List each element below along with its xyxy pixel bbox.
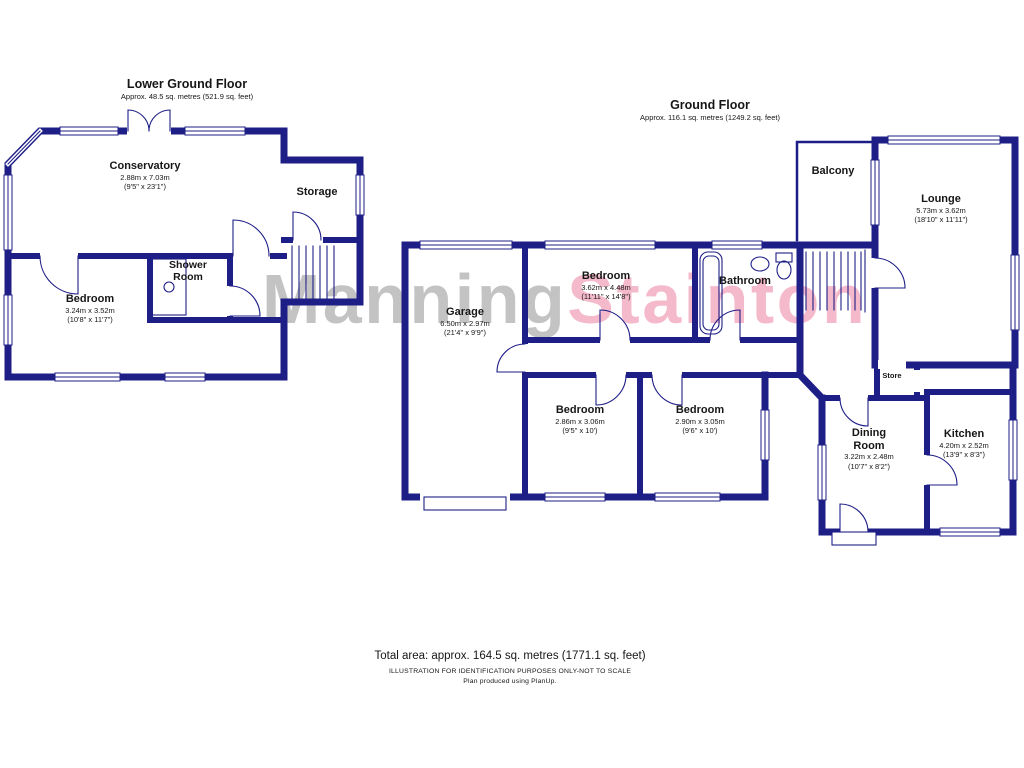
room-label-storage: Storage [297, 186, 338, 199]
room-label-garage: Garage 6.50m x 2.97m (21'4" x 9'9") [440, 306, 490, 338]
room-name: Bedroom [555, 404, 605, 416]
lower-floor-subtitle: Approx. 48.5 sq. metres (521.9 sq. feet) [120, 92, 254, 101]
room-dims-metric: 3.24m x 3.52m [65, 305, 115, 315]
room-dims-imperial: (9'5" x 10') [562, 426, 598, 436]
room-label-store: Store [882, 371, 902, 381]
garage-door [423, 496, 507, 511]
room-label-conservatory: Conservatory 2.88m x 7.03m (9'5" x 23'1"… [110, 160, 181, 192]
room-label-bedroom-2: Bedroom 2.86m x 3.06m (9'5" x 10') [555, 404, 605, 436]
shower-drain [163, 281, 175, 293]
room-name: Store [882, 371, 902, 380]
room-name: Lounge [921, 193, 961, 205]
room-name: Kitchen [943, 428, 985, 440]
room-dims-imperial: (9'5" x 23'1") [124, 182, 166, 192]
room-dims-imperial: (13'9" x 8'3") [943, 450, 985, 460]
room-label-shower-room: Shower Room [162, 259, 214, 283]
room-label-bedroom-lgf: Bedroom 3.24m x 3.52m (10'8" x 11'7") [65, 293, 115, 325]
room-dims-metric: 3.62m x 4.48m [581, 282, 631, 292]
room-dims-imperial: (10'8" x 11'7") [67, 315, 113, 325]
interior-walls [5, 237, 1016, 535]
room-dims-imperial: (10'7" x 8'2") [848, 462, 890, 472]
total-area-text: Total area: approx. 164.5 sq. metres (17… [374, 650, 646, 662]
room-name: Conservatory [109, 160, 181, 172]
room-dims-imperial: (21'4" x 9'9") [444, 328, 486, 338]
room-name: Dining Room [851, 427, 887, 452]
produced-by-text: Plan produced using PlanUp. [463, 678, 557, 685]
room-label-lounge: Lounge 5.73m x 3.62m (18'10" x 11'11") [914, 193, 967, 225]
room-label-bathroom: Bathroom [719, 275, 771, 288]
room-name: Shower Room [169, 259, 207, 284]
room-name: Garage [446, 306, 484, 318]
room-dims-metric: 3.22m x 2.48m [844, 452, 894, 462]
balcony-railing [795, 140, 875, 242]
room-dims-metric: 2.88m x 7.03m [120, 172, 170, 182]
sink [750, 256, 770, 272]
entrance-step [831, 531, 877, 546]
disclaimer-text: ILLUSTRATION FOR IDENTIFICATION PURPOSES… [388, 668, 632, 675]
room-name: Bedroom [581, 270, 631, 282]
room-label-bedroom-1: Bedroom 3.62m x 4.48m (11'11" x 14'8") [581, 270, 631, 302]
ground-floor-title: Ground Floor [670, 98, 750, 112]
room-name: Balcony [811, 165, 855, 177]
room-label-balcony: Balcony [812, 165, 855, 178]
shower-tray [151, 258, 187, 316]
room-name: Bedroom [65, 293, 115, 305]
windows [3, 126, 1020, 537]
room-dims-imperial: (9'6" x 10') [682, 426, 718, 436]
room-dims-metric: 5.73m x 3.62m [916, 205, 966, 215]
bath-tub [699, 251, 723, 335]
room-dims-imperial: (18'10" x 11'11") [914, 215, 968, 225]
room-name: Storage [296, 186, 338, 198]
agency-watermark: ManningStainton [262, 264, 867, 334]
stairs [291, 245, 866, 313]
room-dims-metric: 6.50m x 2.97m [440, 318, 490, 328]
lower-floor-title: Lower Ground Floor [126, 77, 248, 91]
fixtures [151, 251, 793, 335]
toilet-bowl [776, 260, 792, 280]
room-dims-metric: 2.90m x 3.05m [675, 416, 725, 426]
room-dims-imperial: (11'11" x 14'8") [581, 292, 631, 302]
toilet-cistern [775, 252, 793, 263]
room-name: Bathroom [719, 275, 771, 287]
room-label-bedroom-3: Bedroom 2.90m x 3.05m (9'6" x 10') [675, 404, 725, 436]
ground-floor-subtitle: Approx. 116.1 sq. metres (1249.2 sq. fee… [640, 113, 780, 122]
door-arcs [39, 109, 958, 533]
room-label-kitchen: Kitchen 4.20m x 2.52m (13'9" x 8'3") [939, 428, 989, 460]
room-dims-metric: 2.86m x 3.06m [555, 416, 605, 426]
room-name: Bedroom [675, 404, 725, 416]
room-dims-metric: 4.20m x 2.52m [939, 440, 989, 450]
room-label-dining-room: Dining Room 3.22m x 2.48m (10'7" x 8'2") [841, 427, 897, 472]
